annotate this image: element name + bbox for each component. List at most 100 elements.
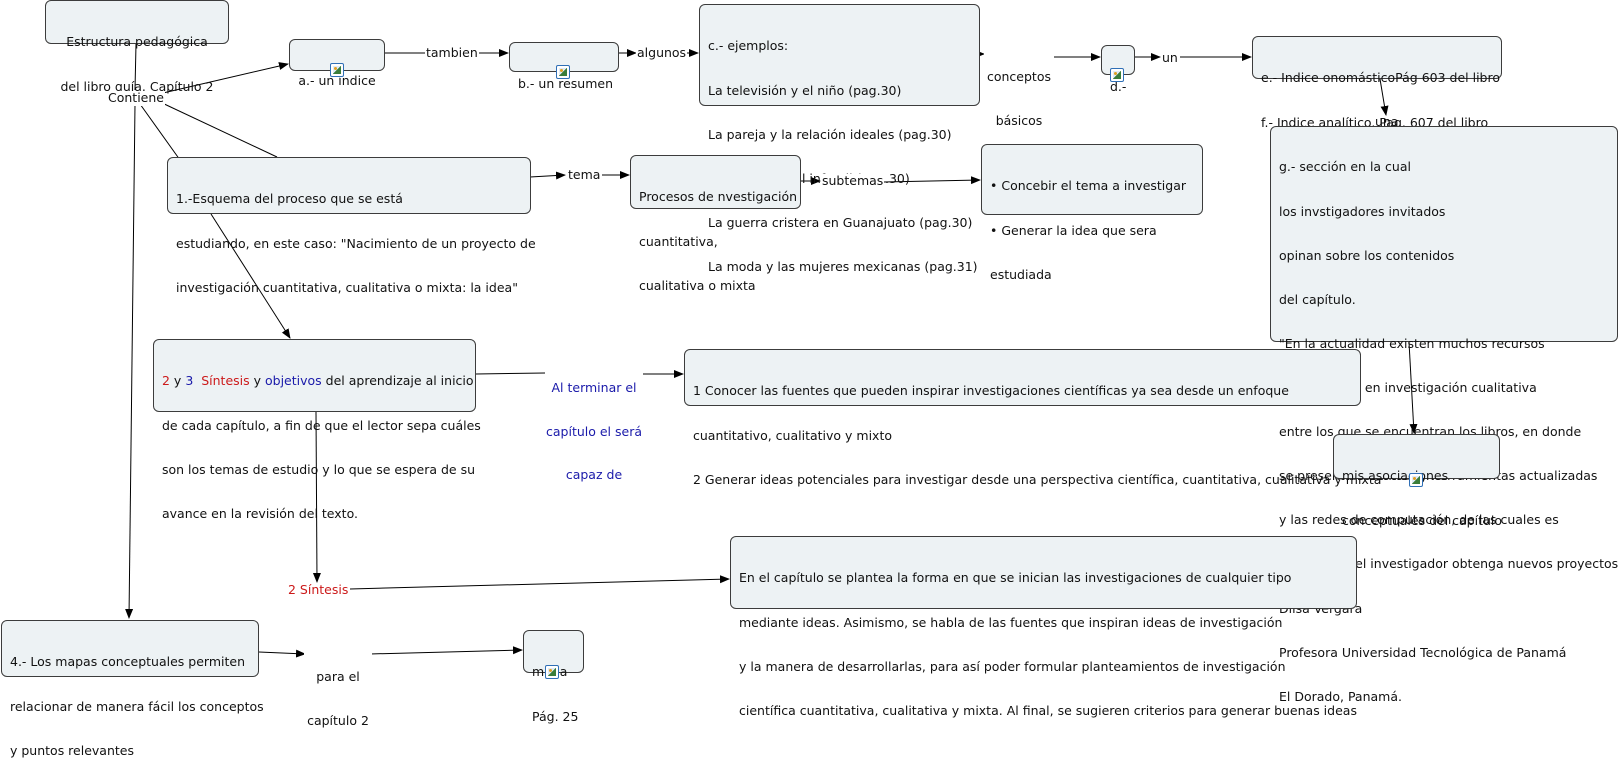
conocer-line: 1 Conocer las fuentes que pueden inspira… <box>693 383 1289 399</box>
ejemplos-node[interactable]: c.- ejemplos: La televisión y el niño (p… <box>699 4 980 274</box>
procesos-node[interactable]: Procesos de nvestigación cuantitativa, c… <box>630 155 801 292</box>
seccion-line: del capítulo. <box>1279 291 1356 307</box>
procesos-line: cualitativa o mixta <box>639 277 756 293</box>
seccion-line: El Dorado, Panamá. <box>1279 688 1402 704</box>
esquema-node[interactable]: 1.-Esquema del proceso que se está estud… <box>167 157 536 294</box>
link-contiene-indice <box>162 62 289 94</box>
label-tema: tema <box>567 167 602 183</box>
indices-node[interactable]: e.- Indice onomásticoPág 603 del libro f… <box>1252 36 1502 129</box>
number-2: 2 <box>162 373 170 389</box>
label-line: para el <box>316 669 360 684</box>
first-line-rest: del aprendizaje al inicio <box>321 373 474 389</box>
seccion-node[interactable]: g.- sección en la cual los invstigadores… <box>1270 126 1619 703</box>
sintesis-objetivos-first-line: 2 y 3 Síntesis y objetivos del aprendiza… <box>162 373 474 389</box>
link-contiene-esquema <box>159 101 278 158</box>
esquema-line: 1.-Esquema del proceso que se está <box>176 191 403 207</box>
link-esquema-tema <box>529 171 566 180</box>
capitulo-line: mediante ideas. Asimismo, se habla de la… <box>739 614 1283 630</box>
label-line: conceptos <box>986 69 1051 84</box>
d-label: d.- <box>1110 79 1127 95</box>
seccion-line: y las redes de computación, de las cuale… <box>1279 512 1559 528</box>
procesos-line: cuantitativa, <box>639 233 718 249</box>
seccion-line: Profesora Universidad Tecnológica de Pan… <box>1279 644 1567 660</box>
sintesis-objetivos-node[interactable]: 2 y 3 Síntesis y objetivos del aprendiza… <box>153 339 481 520</box>
link-title-contiene <box>134 43 137 91</box>
link-indices-una <box>1379 78 1389 116</box>
image-icon[interactable] <box>330 63 344 77</box>
link-subtemas-concebir <box>883 176 981 185</box>
label-al-terminar: Al terminar el capítulo el será capaz de <box>545 352 643 497</box>
label-line: básicos <box>995 112 1043 128</box>
title-node[interactable]: Estructura pedagógica del libro guía. Ca… <box>45 0 229 93</box>
link-contiene-esquema-2 <box>139 103 181 161</box>
mapas-node[interactable]: 4.- Los mapas conceptuales permiten rela… <box>1 620 264 757</box>
esquema-line: investigación cuantitativa, cualitativa … <box>176 279 518 295</box>
seccion-line: los invstigadores invitados <box>1279 203 1446 219</box>
image-icon[interactable] <box>545 665 559 679</box>
connector-y: y <box>169 373 186 389</box>
label-line: capítulo el será <box>546 423 642 439</box>
mapas-line: y puntos relevantes <box>10 742 134 758</box>
mapas-line: relacionar de manera fácil los conceptos <box>10 698 264 714</box>
label-contiene: Contiene <box>107 90 165 106</box>
image-icon[interactable] <box>556 65 570 79</box>
resumen-label: b.- un resumen <box>518 76 613 92</box>
label-un: un <box>1161 50 1179 66</box>
ejemplos-line: La moda y las mujeres mexicanas (pag.31) <box>708 258 978 274</box>
connector-y: y <box>249 373 265 389</box>
sintesis-objetivos-line: son los temas de estudio y lo que se esp… <box>162 461 476 477</box>
link-sintesis-2sintesis <box>312 411 321 583</box>
label-algunos: algunos <box>636 45 688 61</box>
resumen-node[interactable]: b.- un resumen <box>509 42 619 91</box>
label-tambien: tambien <box>425 45 479 61</box>
ejemplos-line: La guerra cristera en Guanajuato (pag.30… <box>708 214 973 230</box>
sintesis-objetivos-line: de cada capítulo, a fin de que el lector… <box>162 417 481 433</box>
concebir-line: • Concebir el tema a investigar <box>990 178 1187 194</box>
capitulo-line: y la manera de desarrollarlas, para así … <box>739 658 1286 674</box>
indices-line: f.- Indice analítico. Pag. 607 del libro <box>1261 114 1489 130</box>
sintesis-word: Síntesis <box>193 373 250 389</box>
label-2-sintesis: 2 Síntesis <box>287 582 350 598</box>
image-icon[interactable] <box>1110 68 1124 82</box>
label-line: capítulo 2 <box>307 712 369 728</box>
esquema-line: estudiando, en este caso: "Nacimiento de… <box>176 235 536 251</box>
link-parael-mapa <box>369 646 523 655</box>
label-para-el-capitulo: para el capítulo 2 <box>304 641 372 743</box>
objetivos-word: objetivos <box>265 373 322 389</box>
link-seccion-asociaciones <box>1408 341 1418 434</box>
concebir-line: • Generar la idea que sera <box>990 222 1157 238</box>
ejemplos-line: La televisión y el niño (pag.30) <box>708 82 902 98</box>
concebir-line: estudiada <box>990 266 1052 282</box>
label-una: una <box>1375 114 1399 129</box>
title-line: del libro guía. Capítulo 2 <box>60 78 214 94</box>
conocer-node[interactable]: 1 Conocer las fuentes que pueden inspira… <box>684 349 1381 486</box>
seccion-line: g.- sección en la cual <box>1279 159 1411 175</box>
indice-label: a.- un índice <box>298 73 376 89</box>
asociaciones-line: conceptuales del capítulo <box>1342 512 1503 528</box>
ejemplos-line: c.- ejemplos: <box>708 38 789 54</box>
link-sintesis-alterminar <box>475 372 546 375</box>
concept-links <box>125 43 1418 658</box>
seccion-line: "En la actualidad existen muchos recurso… <box>1279 335 1545 351</box>
concebir-node[interactable]: • Concebir el tema a investigar • Genera… <box>981 144 1203 281</box>
capitulo-node[interactable]: En el capítulo se plantea la forma en qu… <box>730 536 1357 717</box>
label-conceptos-basicos: conceptos básicos <box>984 41 1054 143</box>
procesos-line: Procesos de nvestigación <box>639 189 798 205</box>
label-line: capaz de <box>565 467 623 482</box>
indices-line: e.- Indice onomásticoPág 603 del libro <box>1261 70 1501 86</box>
seccion-line: opinan sobre los contenidos <box>1279 247 1455 263</box>
capitulo-line: científica cuantitativa, cualitativa y m… <box>739 702 1357 718</box>
conocer-line: 2 Generar ideas potenciales para investi… <box>693 471 1382 487</box>
link-esquema-sintesis <box>210 213 291 339</box>
label-line: Al terminar el <box>551 380 637 395</box>
number-3: 3 <box>185 373 194 389</box>
link-contiene-mapas <box>125 103 136 619</box>
asociaciones-node[interactable]: mis asociaciones conceptuales del capítu… <box>1333 434 1502 527</box>
capitulo-line: En el capítulo se plantea la forma en qu… <box>739 570 1292 586</box>
mapas-line: 4.- Los mapas conceptuales permiten <box>10 654 245 670</box>
asociaciones-line: mis asociaciones <box>1342 468 1449 484</box>
image-icon[interactable] <box>1409 473 1423 487</box>
ejemplos-line: La pareja y la relación ideales (pag.30) <box>708 126 952 142</box>
conocer-line: cuantitativo, cualitativo y mixto <box>693 427 892 443</box>
label-subtemas: subtemas <box>821 173 885 189</box>
